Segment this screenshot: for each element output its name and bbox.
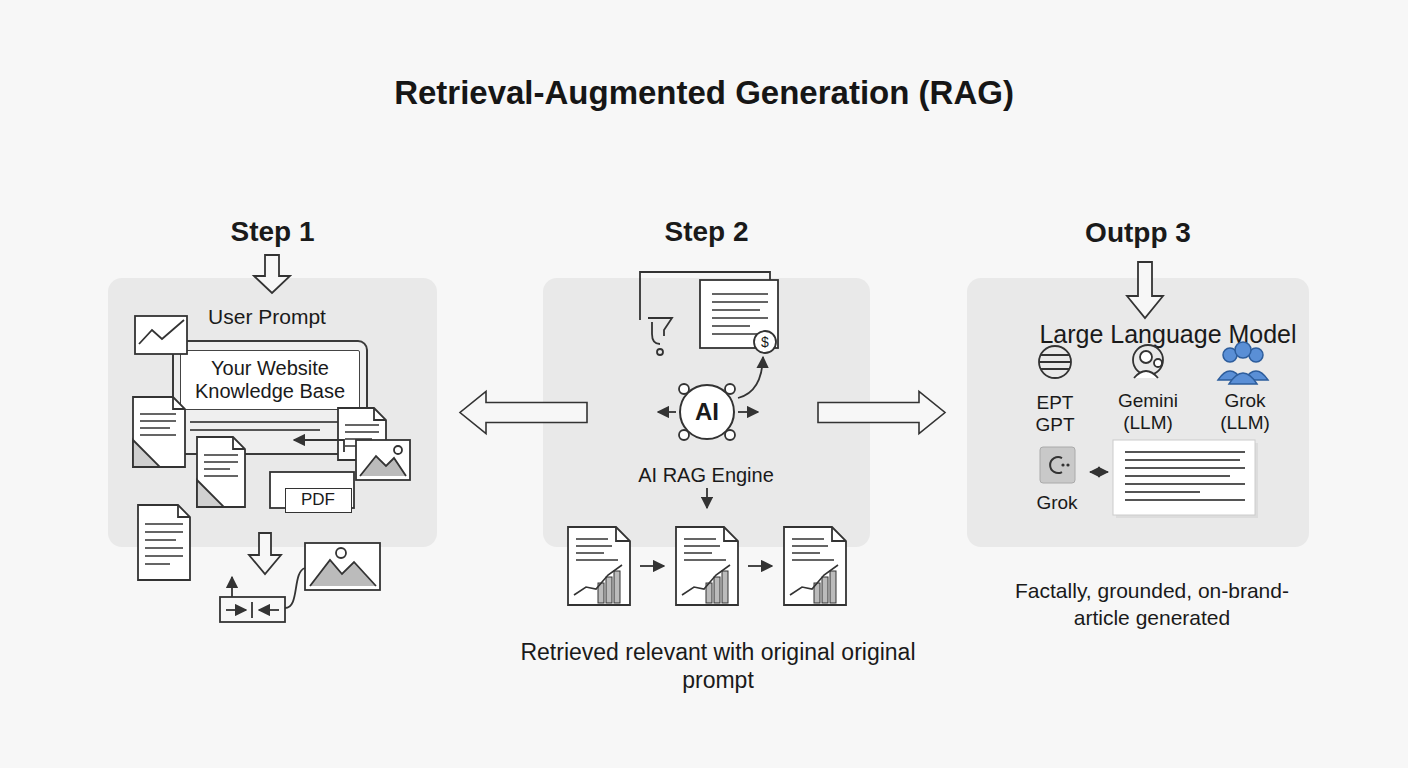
retrieved-documents [748,565,772,567]
model-label: Gemini (LLM) [1108,390,1188,434]
image-icon [310,560,376,586]
step-caption: Retrieved relevant with original origina… [508,638,928,694]
model-label: Grok [1027,492,1087,514]
step-heading: Outpp 3 [967,215,1309,251]
output-caption: Factally, grounded, on-brand- article ge… [1002,577,1302,631]
step-panel: Step 2AI RAG EngineAI [543,278,870,547]
flow-line [226,609,246,611]
currency-symbol: $ [755,333,775,351]
screen-label: Your Website Knowledge Base [180,350,360,410]
ai-engine-circle: AI [679,384,735,440]
flow-line [231,577,233,597]
engine-label: AI [681,386,733,438]
upload-box [220,597,285,622]
flow-line [251,602,253,618]
model-label: Grok (LLM) [1212,390,1278,434]
panel-label: User Prompt [192,304,342,329]
flow-line [285,568,305,608]
diagram-title: Retrieval-Augmented Generation (RAG) [0,73,1408,113]
pdf-tag: PDF [285,488,352,513]
model-label: EPT GPT [1025,392,1085,436]
flow-line [259,609,279,611]
retrieved-documents [640,565,664,567]
step-heading: Step 1 [108,214,437,250]
panel-label: Large Language Model [988,319,1348,349]
step-heading: Step 2 [543,214,870,250]
panel-label: AI RAG Engine [606,463,806,487]
image-icon [305,543,380,590]
image-icon [336,548,346,558]
knowledge-base-screen: Your Website Knowledge Base [172,340,368,455]
step-panel: Step 1User PromptYour Website Knowledge … [108,278,437,547]
pdf-label: PDF [286,489,350,511]
